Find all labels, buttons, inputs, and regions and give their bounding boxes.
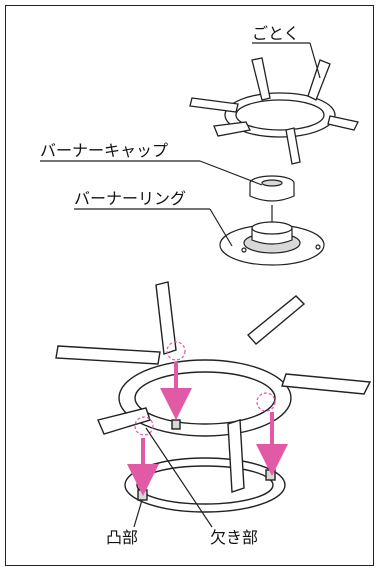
label-protrusion: 凸部 bbox=[106, 528, 139, 547]
burner-cap-illustration bbox=[249, 175, 295, 202]
label-burner-ring: バーナーリング bbox=[74, 189, 187, 208]
label-burner-cap: バーナーキャップ bbox=[40, 141, 169, 160]
label-notch: 欠き部 bbox=[210, 528, 259, 547]
burner-cap-leader bbox=[40, 160, 263, 186]
bottom-leaders bbox=[133, 427, 213, 528]
trivet-leader bbox=[252, 42, 321, 79]
trivet-top-illustration bbox=[189, 57, 359, 165]
alignment-arrows bbox=[127, 362, 288, 496]
assembly-illustration bbox=[55, 281, 372, 513]
burner-ring-illustration bbox=[219, 205, 325, 266]
label-trivet: ごとく bbox=[252, 24, 300, 43]
burner-ring-leader bbox=[74, 208, 233, 247]
notch-highlights bbox=[134, 341, 276, 436]
